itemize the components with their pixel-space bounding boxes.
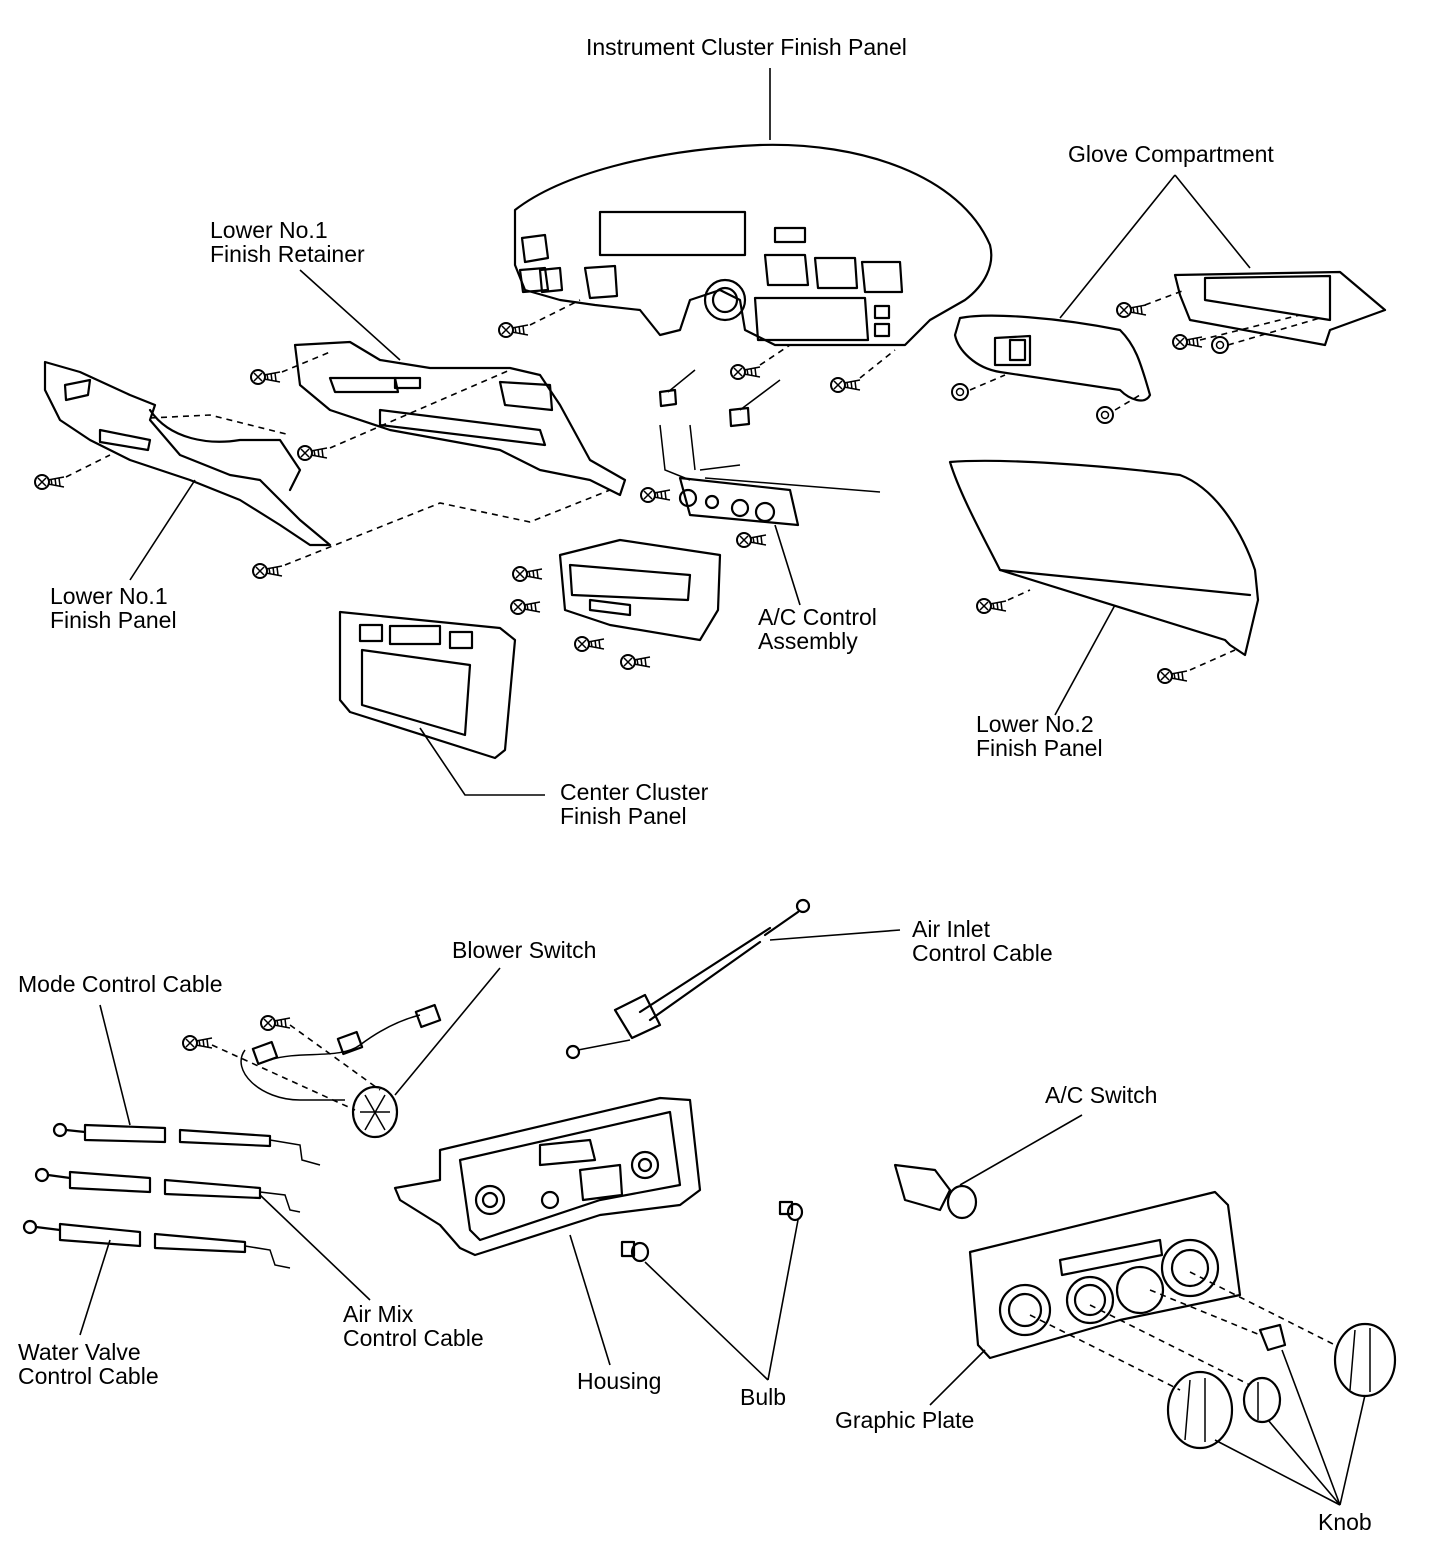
screw-icon bbox=[260, 1015, 291, 1031]
center-cluster-finish-panel bbox=[338, 610, 517, 760]
dashed-guides-lower-panel bbox=[65, 414, 611, 566]
screw-icon bbox=[512, 566, 543, 582]
lower-no1-finish-retainer bbox=[293, 340, 627, 497]
mode-control-cable bbox=[52, 1122, 321, 1166]
nut-icon bbox=[1211, 336, 1229, 354]
bulb-left bbox=[620, 1240, 650, 1263]
screw-icon bbox=[574, 636, 605, 652]
leader-blower-switch bbox=[394, 967, 501, 1096]
dashed-guide bbox=[759, 344, 791, 366]
lower-no2-finish-panel bbox=[948, 459, 1260, 657]
instrument-cluster-finish-panel bbox=[513, 143, 993, 347]
label-ac-control-assembly-line2: Assembly bbox=[758, 628, 858, 654]
label-lower-no1-finish-retainer-line2: Finish Retainer bbox=[210, 241, 365, 267]
center-audio-unit bbox=[558, 538, 722, 642]
screw-icon bbox=[252, 563, 283, 579]
air-mix-control-cable bbox=[34, 1167, 301, 1213]
nut-icon bbox=[951, 383, 969, 401]
housing bbox=[393, 1096, 702, 1257]
leader-air-inlet bbox=[769, 929, 901, 941]
water-valve-control-cable bbox=[22, 1219, 291, 1269]
blower-switch bbox=[240, 1003, 442, 1139]
label-lower-no2-finish-panel-line1: Lower No.2 bbox=[976, 711, 1094, 737]
dashed-guides-retainer bbox=[281, 351, 511, 449]
label-knob: Knob bbox=[1318, 1509, 1372, 1535]
air-inlet-control-cable bbox=[565, 898, 811, 1060]
leader-bulb bbox=[644, 1219, 799, 1381]
leader-graphic-plate bbox=[929, 1349, 986, 1406]
label-ac-control-assembly-line1: A/C Control bbox=[758, 604, 877, 630]
label-ac-switch: A/C Switch bbox=[1045, 1082, 1157, 1108]
screw-icon bbox=[1116, 302, 1147, 318]
leader-ac-switch bbox=[959, 1114, 1083, 1186]
label-air-inlet-control-cable-line1: Air Inlet bbox=[912, 916, 991, 942]
screw-icon bbox=[34, 474, 65, 490]
label-center-cluster-finish-panel-line1: Center Cluster bbox=[560, 779, 709, 805]
label-instrument-cluster-finish-panel: Instrument Cluster Finish Panel bbox=[586, 34, 907, 60]
label-graphic-plate: Graphic Plate bbox=[835, 1407, 974, 1433]
dashed-guide bbox=[859, 349, 896, 379]
screw-icon bbox=[730, 364, 761, 380]
label-housing: Housing bbox=[577, 1368, 661, 1394]
leader-center-cluster bbox=[419, 727, 545, 796]
screw-icon bbox=[250, 369, 281, 385]
nut-icon bbox=[1096, 406, 1114, 424]
dashed-guides-knobs bbox=[1029, 1271, 1336, 1391]
label-glove-compartment: Glove Compartment bbox=[1068, 141, 1274, 167]
ac-control-assembly bbox=[658, 369, 881, 527]
glove-compartment bbox=[953, 270, 1387, 402]
screw-icon bbox=[640, 487, 671, 503]
leader-ac-control bbox=[774, 524, 801, 606]
ac-switch bbox=[893, 1163, 978, 1220]
screw-icon bbox=[736, 532, 767, 548]
screw-icon bbox=[1157, 668, 1188, 684]
screw-icon bbox=[1172, 334, 1203, 350]
bulb-right bbox=[778, 1200, 804, 1222]
leader-mode-cable bbox=[99, 1004, 131, 1126]
knobs bbox=[1166, 1322, 1397, 1450]
dashed-guides-glove bbox=[969, 289, 1321, 411]
screw-icon bbox=[976, 598, 1007, 614]
leader-housing bbox=[569, 1234, 611, 1366]
graphic-plate bbox=[968, 1190, 1242, 1360]
leader-lower-no2 bbox=[1054, 604, 1116, 716]
screw-icon bbox=[498, 322, 529, 338]
label-water-valve-control-cable-line2: Control Cable bbox=[18, 1363, 159, 1389]
leader-glove-compartment bbox=[1059, 174, 1251, 319]
label-lower-no2-finish-panel-line2: Finish Panel bbox=[976, 735, 1103, 761]
screw-icon bbox=[182, 1035, 213, 1051]
dashed-guide bbox=[529, 299, 581, 326]
screw-icon bbox=[620, 654, 651, 670]
leader-retainer bbox=[299, 269, 401, 361]
label-lower-no1-finish-panel-line1: Lower No.1 bbox=[50, 583, 168, 609]
label-lower-no1-finish-panel-line2: Finish Panel bbox=[50, 607, 177, 633]
label-air-mix-control-cable-line1: Air Mix bbox=[343, 1301, 414, 1327]
dashed-guides-lower-no2 bbox=[1007, 589, 1236, 671]
label-bulb: Bulb bbox=[740, 1384, 786, 1410]
label-center-cluster-finish-panel-line2: Finish Panel bbox=[560, 803, 687, 829]
screw-icon bbox=[510, 599, 541, 615]
lower-no1-finish-panel bbox=[43, 360, 332, 547]
label-air-inlet-control-cable-line2: Control Cable bbox=[912, 940, 1053, 966]
leader-lower-no1-panel bbox=[129, 479, 196, 581]
screw-icon bbox=[297, 445, 328, 461]
label-blower-switch: Blower Switch bbox=[452, 937, 596, 963]
label-air-mix-control-cable-line2: Control Cable bbox=[343, 1325, 484, 1351]
leader-knob bbox=[1214, 1349, 1366, 1506]
leader-air-mix bbox=[259, 1194, 371, 1301]
label-lower-no1-finish-retainer-line1: Lower No.1 bbox=[210, 217, 328, 243]
leader-water-valve bbox=[79, 1239, 111, 1336]
label-water-valve-control-cable-line1: Water Valve bbox=[18, 1339, 141, 1365]
label-mode-control-cable: Mode Control Cable bbox=[18, 971, 223, 997]
screw-icon bbox=[830, 377, 861, 393]
dashed-guides-blower bbox=[211, 1024, 381, 1111]
